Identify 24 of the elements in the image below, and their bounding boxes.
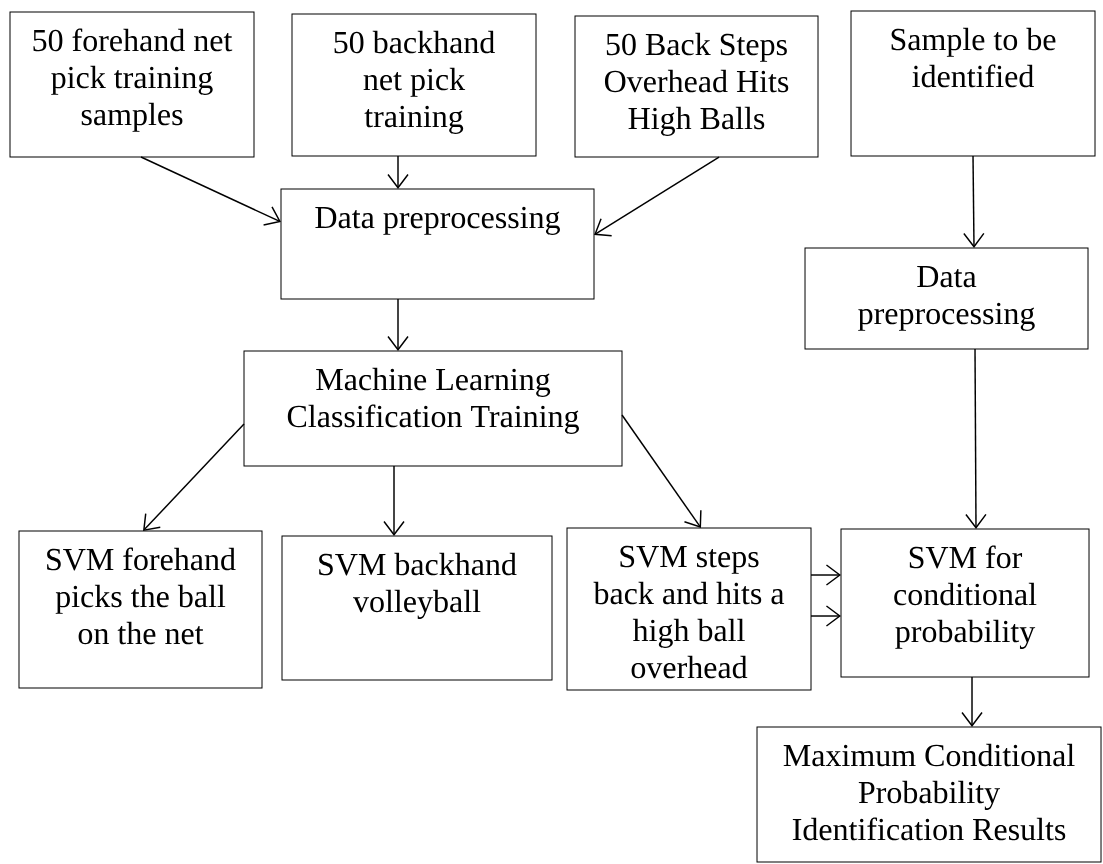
- arrow: [621, 414, 702, 528]
- process-box: 50 backhand net pick training: [291, 13, 537, 157]
- process-box: SVM backhand volleyball: [281, 535, 553, 681]
- arrow: [387, 155, 409, 189]
- arrow: [383, 465, 405, 536]
- arrow: [140, 156, 281, 226]
- process-box: SVM for conditional probability: [840, 528, 1090, 678]
- arrow: [387, 298, 409, 351]
- process-box: 50 forehand net pick training samples: [9, 11, 255, 158]
- arrow: [963, 155, 985, 248]
- arrow: [810, 564, 841, 586]
- process-box: Data preprocessing: [280, 188, 595, 300]
- arrow: [810, 605, 841, 627]
- arrow: [594, 156, 720, 237]
- process-box: SVM forehand picks the ball on the net: [18, 530, 263, 689]
- arrow: [143, 423, 245, 531]
- process-box: Sample to be identified: [850, 10, 1096, 157]
- process-box: SVM steps back and hits a high ball overhead: [566, 527, 812, 691]
- process-box: Machine Learning Classification Training: [243, 350, 623, 467]
- arrow: [965, 348, 987, 529]
- process-box: 50 Back Steps Overhead Hits High Balls: [574, 15, 819, 158]
- arrow: [961, 676, 983, 727]
- process-box: Maximum Conditional Probability Identification Results: [756, 726, 1102, 863]
- process-box: Data preprocessing: [804, 247, 1089, 350]
